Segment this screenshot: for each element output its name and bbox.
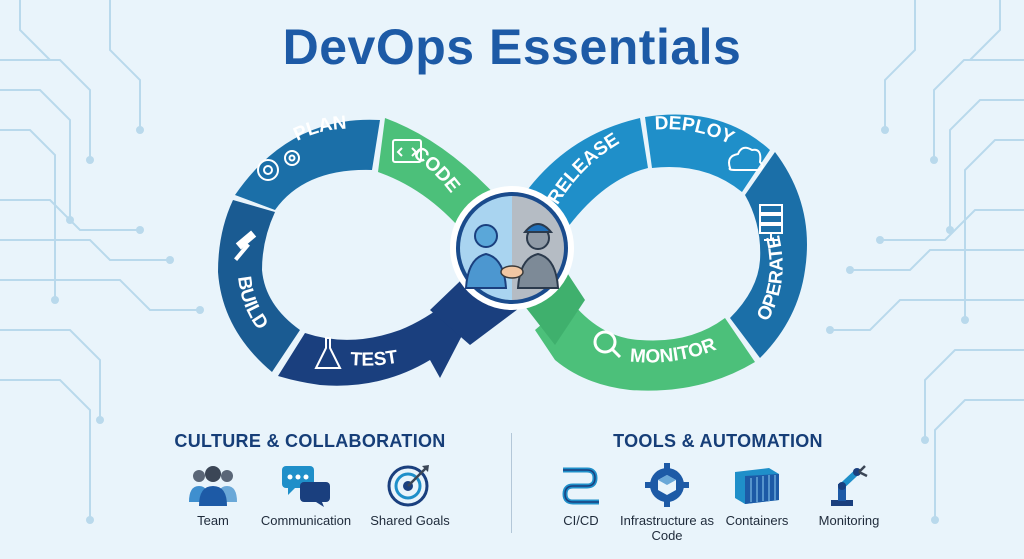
- gear-cube-icon: [645, 463, 689, 507]
- tools-item-iac: Infrastructure as Code: [617, 462, 717, 543]
- page-title: DevOps Essentials: [282, 19, 742, 75]
- chat-bubbles-icon: [282, 466, 330, 507]
- tools-item-label: Containers: [725, 513, 789, 528]
- robot-arm-icon: [831, 465, 868, 506]
- culture-item-label: Shared Goals: [370, 513, 450, 528]
- tools-item-containers: Containers: [707, 462, 807, 528]
- tools-item-monitoring: Monitoring: [799, 462, 899, 528]
- code-window-icon: [392, 139, 422, 163]
- tools-item-label: Monitoring: [818, 513, 880, 528]
- gears-icon: [257, 150, 300, 181]
- culture-item-label: Team: [197, 513, 229, 528]
- label-test: TEST: [350, 347, 400, 371]
- segment-test: [278, 300, 470, 386]
- svg-text:TEST: TEST: [350, 347, 400, 371]
- tools-item-label: Infrastructure as Code: [620, 513, 714, 543]
- target-icon: [387, 465, 429, 507]
- culture-item-label: Communication: [260, 513, 352, 528]
- flask-icon: [314, 337, 342, 369]
- pipeline-icon: [562, 467, 599, 505]
- magnifier-icon: [593, 330, 622, 359]
- segment-build: [218, 200, 300, 372]
- culture-heading: CULTURE & COLLABORATION: [174, 431, 446, 451]
- server-icon: [759, 204, 783, 241]
- segment-deploy: [645, 114, 770, 192]
- culture-item-shared-goals: Shared Goals: [360, 462, 460, 528]
- segment-plan: [235, 119, 380, 210]
- tools-heading: TOOLS & AUTOMATION: [613, 431, 823, 451]
- hammer-icon: [234, 230, 257, 261]
- cloud-icon: [728, 146, 764, 171]
- segment-monitor: [535, 300, 755, 391]
- segment-operate: [730, 152, 807, 358]
- section-divider: [511, 433, 512, 533]
- dev-ops-handshake-badge: [450, 186, 574, 310]
- segment-crossing-green: [520, 262, 585, 345]
- culture-item-communication: Communication: [256, 462, 356, 528]
- tools-item-label: CI/CD: [563, 513, 599, 528]
- culture-item-team: Team: [163, 462, 263, 528]
- team-icon: [189, 466, 237, 506]
- tools-item-cicd: CI/CD: [531, 462, 631, 528]
- container-icon: [735, 468, 779, 504]
